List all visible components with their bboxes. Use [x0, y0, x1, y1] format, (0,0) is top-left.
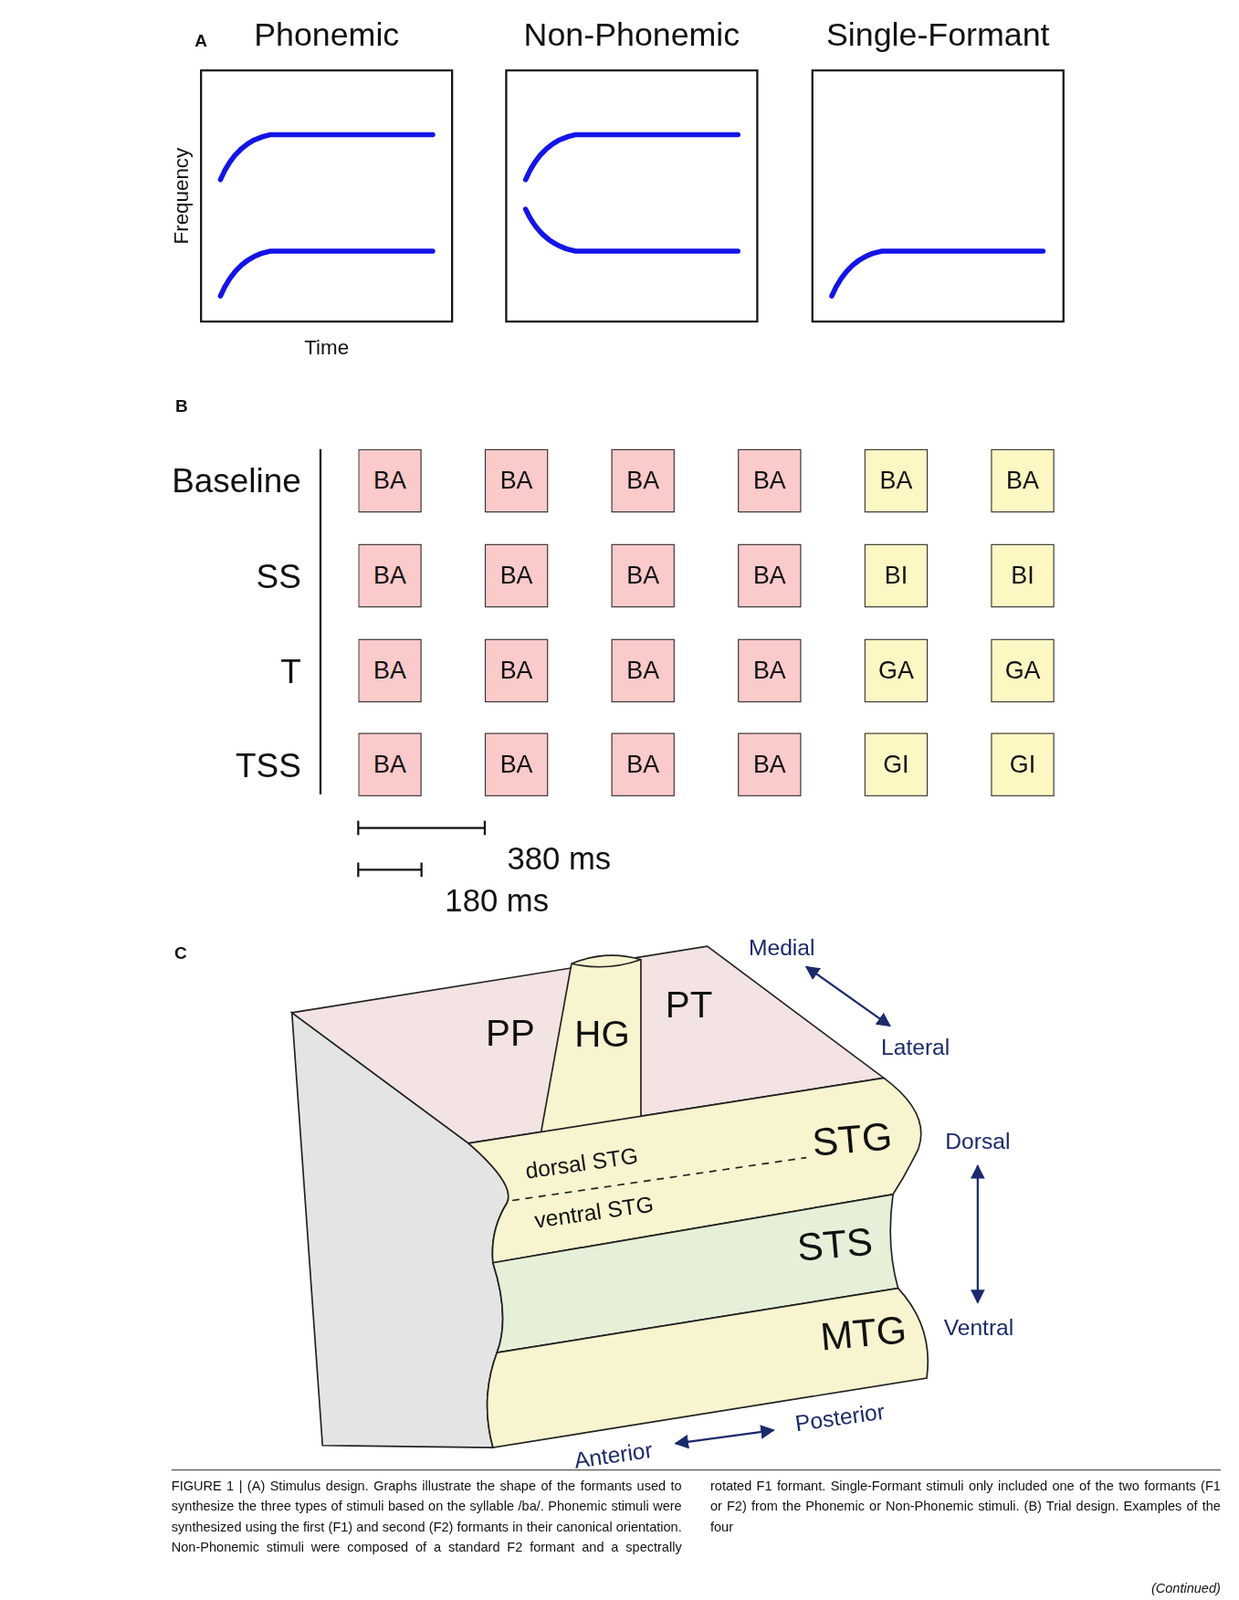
brain-region: STS	[612, 1214, 889, 1286]
syllable-box: BA	[990, 449, 1054, 513]
caption-rule	[171, 1469, 1221, 1470]
syllable: BA	[626, 468, 660, 494]
region-name: STG	[810, 1115, 894, 1162]
syllable-box: BI	[864, 544, 928, 608]
syllable: GI	[882, 752, 909, 777]
figure-caption: FIGURE 1 | (A) Stimulus design. Graphs i…	[171, 1475, 1221, 1557]
syllable-box: BA	[611, 733, 675, 797]
axis-label: Frequency	[170, 147, 191, 245]
syllable: BA	[373, 752, 407, 777]
scale-label: 180 ms	[444, 884, 549, 917]
syllable: BA	[753, 658, 787, 683]
region-name: MTG	[819, 1310, 909, 1357]
panel-letter: C	[174, 945, 188, 963]
syllable: BA	[373, 468, 407, 494]
syllable: BA	[500, 468, 534, 494]
syllable: BI	[884, 563, 908, 588]
region-name: dorsal STG	[524, 1144, 641, 1183]
syllable: BA	[626, 563, 660, 588]
syllable-box: BA	[357, 449, 421, 513]
syllable-box: BA	[357, 639, 421, 703]
syllable: BA	[373, 658, 407, 683]
syllable-box: BA	[737, 544, 801, 608]
syllable: BI	[1010, 563, 1034, 588]
region-name: PP	[485, 1014, 536, 1051]
formant-curves	[220, 135, 1043, 297]
syllable: BA	[500, 658, 534, 683]
syllable-box: BA	[484, 449, 548, 513]
syllable: GI	[1009, 752, 1036, 777]
syllable: GA	[878, 658, 914, 683]
syllable-box: BI	[990, 544, 1054, 608]
direction-label: Anterior	[572, 1438, 654, 1472]
row-label: Baseline	[171, 463, 302, 498]
syllable: BA	[373, 563, 407, 588]
region-name: ventral STG	[533, 1193, 655, 1233]
syllable-box: BA	[737, 449, 801, 513]
graph-panel: Non-Phonemic	[504, 69, 758, 323]
syllable-box: BA	[484, 733, 548, 797]
syllable: BA	[753, 468, 787, 494]
syllable: BA	[1006, 468, 1040, 494]
syllable: BA	[753, 752, 787, 777]
syllable-box: BA	[737, 639, 801, 703]
brain-region: PT	[652, 974, 735, 1036]
brain-region: PP	[469, 995, 562, 1072]
region-name: PT	[665, 987, 713, 1024]
cortex-block	[292, 945, 929, 1448]
syllable-box: BA	[611, 639, 675, 703]
axis-label: Time	[304, 336, 349, 357]
row-label: SS	[256, 559, 302, 594]
syllable-box: BA	[484, 639, 548, 703]
panel-title: Single-Formant	[826, 18, 1050, 52]
syllable-box: GA	[990, 639, 1054, 703]
scale-bars	[357, 820, 485, 877]
region-name: STS	[795, 1221, 874, 1268]
row-label: TSS	[235, 748, 302, 783]
syllable: BA	[880, 468, 914, 494]
syllable-box: GA	[864, 639, 928, 703]
syllable-box: BA	[484, 544, 548, 608]
panel-title: Phonemic	[253, 18, 399, 52]
panel-letter: B	[175, 397, 189, 415]
graph-panel: Single-Formant	[811, 69, 1065, 323]
panel-letter: A	[194, 31, 208, 50]
direction-label: Ventral	[944, 1316, 1015, 1340]
syllable-box: BA	[737, 733, 801, 797]
continued-note: (Continued)	[1151, 1581, 1221, 1596]
direction-label: Posterior	[793, 1400, 886, 1436]
syllable: BA	[753, 563, 787, 588]
syllable-box: BA	[611, 544, 675, 608]
direction-label: Lateral	[881, 1036, 950, 1060]
syllable-box: BA	[357, 544, 421, 608]
brain-region: HG	[559, 999, 640, 1071]
panel-title: Non-Phonemic	[524, 18, 741, 52]
syllable-box: BA	[357, 733, 421, 797]
syllable-box: GI	[864, 733, 928, 797]
direction-arrows	[675, 966, 978, 1444]
scale-label: 380 ms	[507, 842, 612, 875]
syllable: BA	[500, 563, 534, 588]
syllable: BA	[500, 752, 534, 777]
brain-region: MTG	[714, 1301, 908, 1373]
syllable-box: BA	[611, 449, 675, 513]
syllable-box: BA	[864, 449, 928, 513]
direction-label: Dorsal	[945, 1129, 1010, 1153]
row-axis	[319, 449, 322, 795]
syllable: BA	[626, 658, 660, 683]
syllable: GA	[1005, 658, 1041, 683]
graph-panel: Phonemic	[199, 69, 453, 323]
row-label: T	[280, 654, 302, 689]
syllable: BA	[626, 752, 660, 777]
region-name: HG	[574, 1015, 630, 1052]
syllable-box: GI	[990, 733, 1054, 797]
direction-label: Medial	[748, 936, 815, 960]
